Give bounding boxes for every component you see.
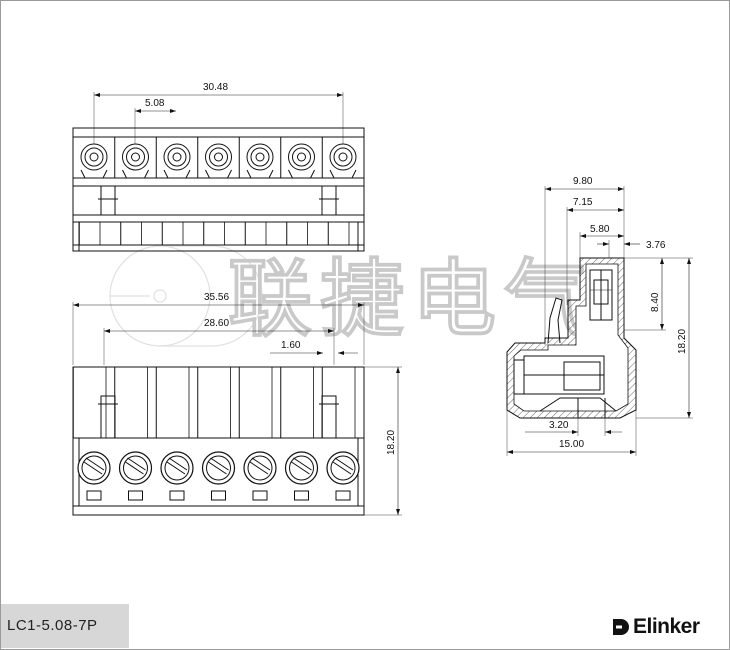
front-screw-head: [118, 451, 153, 501]
front-screw-head: [201, 451, 236, 501]
dim-side-vert-overall: 18.20: [677, 329, 688, 354]
dim-front-width: 35.56: [204, 292, 229, 303]
top-screw-head: [163, 143, 191, 179]
watermark-logo: [109, 245, 263, 347]
front-view: 35.56 28.60 1.60 18.20: [72, 292, 402, 516]
part-number-label: LC1-5.08-7P: [1, 604, 129, 648]
top-screw-heads: [80, 143, 357, 179]
top-screw-head: [246, 143, 274, 179]
side-view: 9.80 7.15 5.80 3.76 8.40 18.20: [506, 176, 693, 456]
top-view: 30.48 5.08: [72, 82, 365, 252]
top-screw-head: [122, 143, 149, 179]
front-screw-head: [160, 451, 194, 501]
dim-side-bottom-small: 3.20: [549, 420, 569, 431]
top-screw-head: [80, 143, 108, 179]
top-screw-head: [329, 143, 357, 179]
dim-side-top-3: 5.80: [590, 224, 610, 235]
dim-front-slot: 1.60: [281, 340, 301, 351]
watermark-text: 联捷电气: [228, 250, 596, 348]
elinker-logo-icon: [613, 619, 629, 635]
front-ribs: [72, 367, 356, 438]
top-pin-cells: [78, 137, 350, 245]
dim-side-vert-small: 8.40: [650, 292, 661, 312]
top-body-outline: [72, 127, 365, 252]
front-body-outline: [72, 366, 365, 516]
dim-side-top-2: 7.15: [573, 197, 593, 208]
dim-side-top-4: 3.76: [646, 240, 666, 251]
top-screw-head: [205, 143, 232, 179]
top-screw-head: [288, 143, 315, 179]
dim-side-top-overall: 9.80: [573, 176, 593, 187]
front-screw-head: [243, 451, 277, 501]
brand-name: Elinker: [633, 615, 700, 638]
dim-front-height: 18.20: [386, 430, 397, 455]
dim-side-bottom-overall: 15.00: [559, 439, 584, 450]
front-screw-head: [326, 451, 360, 501]
front-screw-head: [77, 451, 111, 501]
front-screw-head: [284, 451, 319, 501]
brand-logo: Elinker: [612, 614, 700, 640]
dim-top-pitch: 5.08: [145, 98, 165, 109]
dim-front-inner: 28.60: [204, 318, 229, 329]
front-screw-heads: [77, 451, 360, 501]
dim-top-overall: 30.48: [203, 82, 228, 93]
